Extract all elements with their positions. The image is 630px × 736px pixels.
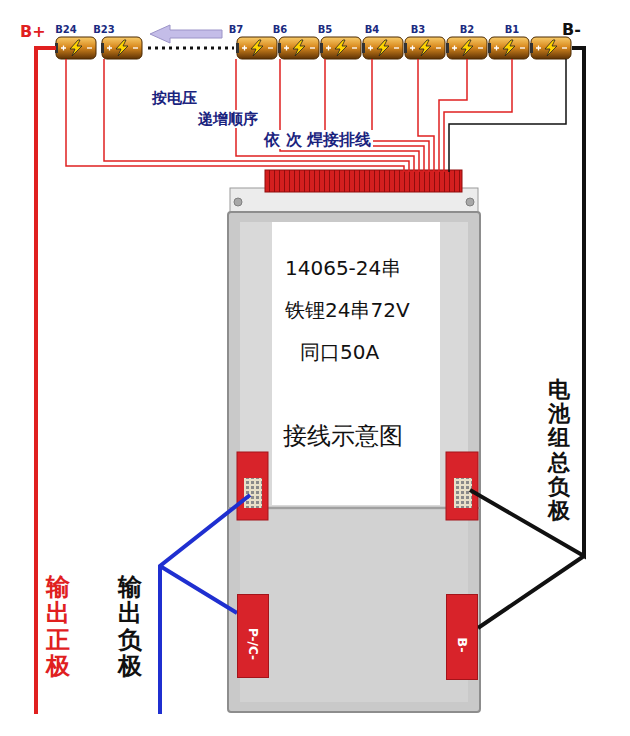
cell-label: B2	[460, 24, 475, 36]
terminal-pad: B-	[446, 594, 478, 680]
board-plate	[240, 222, 468, 506]
sense-wire	[280, 59, 419, 172]
terminal-label: B-	[562, 20, 581, 39]
solder-pad	[446, 452, 478, 520]
omitted-cells	[148, 47, 234, 50]
sense-wire	[418, 59, 434, 172]
board-label: 接线示意图	[283, 422, 403, 451]
board-label: 14065-24串	[285, 256, 401, 280]
wire-label: 输出正极	[46, 574, 70, 680]
label-panel: 14065-24串铁锂24串72V 同口50A 接线示意图	[272, 222, 440, 505]
pack-negative-wire	[470, 48, 584, 628]
battery-cell	[446, 37, 487, 59]
cell-label: B23	[93, 24, 115, 36]
wire-harness	[265, 170, 462, 192]
battery-cell	[488, 37, 529, 59]
cell-label: B7	[229, 24, 244, 36]
sense-wire	[444, 59, 512, 172]
terminal-label: B+	[20, 22, 46, 41]
battery-cell	[530, 37, 571, 59]
cell-label: B6	[273, 24, 288, 36]
terminal-pad: P-/C-	[237, 594, 269, 678]
battery-cell	[55, 37, 96, 59]
board-plate	[240, 510, 468, 702]
instruction-text: 依 次 焊接排线	[262, 130, 373, 149]
sense-wire	[372, 59, 429, 172]
cell-label: B24	[55, 24, 77, 36]
battery-cell	[362, 37, 403, 59]
pad-label: B-	[454, 638, 470, 653]
solder-pad	[237, 452, 268, 520]
instruction-text: 按电压	[150, 89, 199, 107]
pad-label: P-/C-	[246, 628, 260, 660]
battery-cell	[404, 37, 445, 59]
cell-label: B5	[318, 24, 333, 36]
cell-label: B4	[365, 24, 380, 36]
battery-cell	[236, 37, 277, 59]
instruction-text: 递增顺序	[196, 110, 260, 128]
sense-wires	[66, 59, 512, 172]
board-label: 同口50A	[300, 340, 379, 364]
board-label: 铁锂24串72V	[285, 298, 410, 322]
pad-holes	[454, 478, 472, 508]
battery-cell	[278, 37, 319, 59]
sense-wire	[104, 59, 409, 172]
wire-label: 输出负极	[118, 574, 142, 680]
screw-hole	[234, 198, 242, 206]
battery-cell	[101, 37, 142, 59]
sense-wire	[439, 59, 467, 172]
screw-hole	[466, 198, 474, 206]
sense-wire	[66, 59, 404, 172]
bms-board	[228, 212, 480, 712]
direction-arrow	[150, 25, 222, 43]
wire-label: 电池组总负极	[548, 378, 570, 523]
battery-cell	[320, 37, 361, 59]
sense-wire	[325, 59, 424, 172]
pad-holes	[244, 478, 262, 508]
cell-label: B3	[411, 24, 426, 36]
sense-wire	[449, 59, 566, 172]
cell-label: B1	[505, 24, 520, 36]
